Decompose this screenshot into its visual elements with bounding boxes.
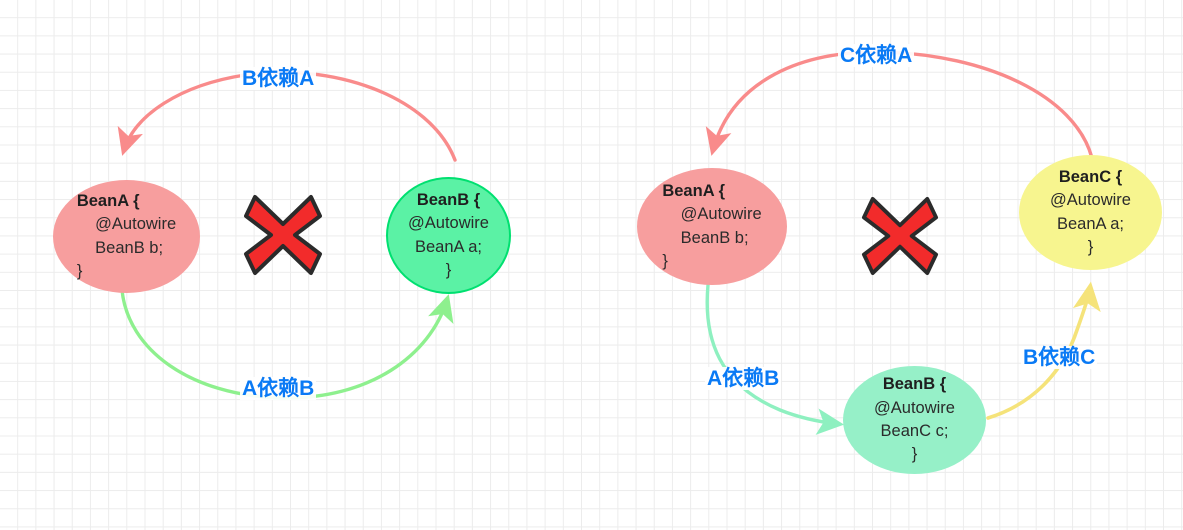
- edge-path-c-depends-a: [705, 50, 1094, 160]
- red-cross-shape-right: [861, 197, 939, 275]
- node-beanb-left[interactable]: BeanB { @Autowire BeanA a; }: [386, 177, 511, 294]
- edge-label-a-depends-b-right: A依赖B: [705, 367, 782, 391]
- node-beanc-right-title: BeanC {: [1058, 167, 1123, 186]
- red-cross-icon-left: [244, 195, 322, 275]
- node-beanb-left-title: BeanB {: [416, 190, 481, 209]
- node-beana-left-line2: BeanB b;: [76, 238, 164, 257]
- edge-label-b-depends-a: B依赖A: [240, 67, 317, 91]
- node-beana-right-line1: @Autowire: [662, 205, 762, 224]
- node-beanb-left-code: BeanB { @Autowire BeanA a; }: [408, 189, 489, 283]
- node-beanb-left-line1: @Autowire: [408, 214, 489, 233]
- node-beanb-right-title: BeanB {: [882, 375, 947, 394]
- node-beana-right-line2: BeanB b;: [662, 228, 749, 247]
- red-cross-icon-right: [861, 197, 939, 275]
- edge-label-a-depends-b: A依赖B: [240, 377, 317, 401]
- node-beanc-right-line1: @Autowire: [1050, 191, 1131, 210]
- node-beana-right-title: BeanA {: [662, 181, 726, 200]
- node-beanc-right[interactable]: BeanC { @Autowire BeanA a; }: [1019, 155, 1162, 270]
- node-beana-left-line1: @Autowire: [76, 215, 177, 234]
- node-beana-left[interactable]: BeanA { @Autowire BeanB b; }: [53, 180, 200, 293]
- node-beana-left-title: BeanA {: [76, 191, 140, 210]
- node-beanb-right[interactable]: BeanB { @Autowire BeanC c; }: [843, 366, 986, 474]
- edge-label-b-depends-c: B依赖C: [1021, 346, 1098, 370]
- node-beana-right-code: BeanA { @Autowire BeanB b; }: [662, 180, 761, 274]
- node-beana-left-line3: }: [76, 261, 83, 280]
- edge-label-c-depends-a: C依赖A: [838, 44, 915, 68]
- node-beanb-right-line2: BeanC c;: [880, 422, 949, 440]
- edge-path-a-depends-b-right: [705, 283, 845, 435]
- node-beanb-right-line3: }: [911, 445, 918, 464]
- red-cross-shape-left: [244, 195, 322, 275]
- node-beanc-right-code: BeanC { @Autowire BeanA a; }: [1050, 166, 1131, 260]
- node-beanb-right-code: BeanB { @Autowire BeanC c; }: [874, 373, 955, 467]
- node-beanc-right-line2: BeanA a;: [1057, 214, 1124, 233]
- node-beanb-left-line2: BeanA a;: [415, 237, 482, 256]
- node-beanc-right-line3: }: [1087, 237, 1094, 256]
- node-beana-right-line3: }: [662, 251, 668, 270]
- node-beana-right[interactable]: BeanA { @Autowire BeanB b; }: [637, 168, 787, 285]
- node-beana-left-code: BeanA { @Autowire BeanB b; }: [77, 190, 176, 284]
- node-beanb-left-line3: }: [445, 260, 452, 279]
- node-beanb-right-line1: @Autowire: [874, 398, 955, 417]
